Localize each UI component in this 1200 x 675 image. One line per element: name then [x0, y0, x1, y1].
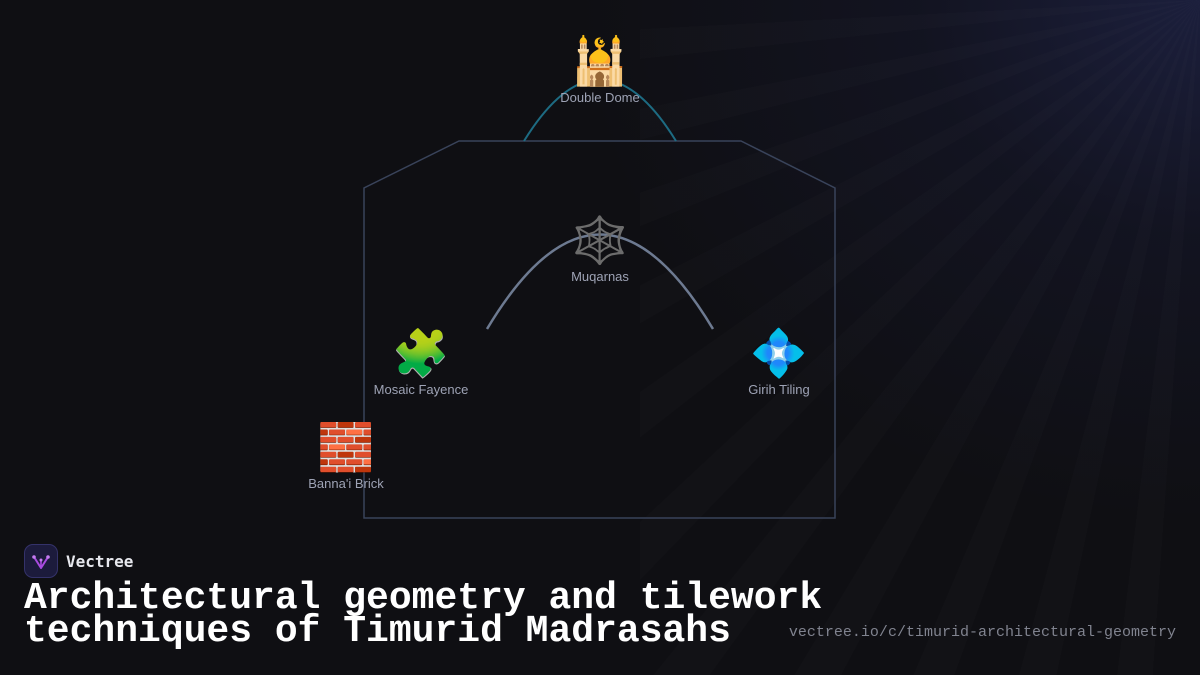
- diamond-pattern-icon: 💠: [750, 326, 808, 380]
- node-mosaic-fayence[interactable]: 🧩 Mosaic Fayence: [341, 326, 501, 397]
- node-girih-tiling[interactable]: 💠 Girih Tiling: [699, 326, 859, 397]
- node-label: Muqarnas: [571, 269, 629, 284]
- node-label: Girih Tiling: [748, 382, 810, 397]
- node-label: Double Dome: [560, 90, 640, 105]
- madrasah-outline: [363, 140, 836, 519]
- page-title: Architectural geometry and tilework tech…: [24, 580, 824, 651]
- brand-name: Vectree: [66, 551, 134, 571]
- mosque-icon: 🕌: [571, 34, 629, 88]
- node-label: Mosaic Fayence: [373, 382, 469, 397]
- node-label: Banna'i Brick: [308, 476, 384, 491]
- dome-arc: [523, 78, 677, 142]
- source-url[interactable]: vectree.io/c/timurid-architectural-geome…: [788, 624, 1176, 641]
- node-double-dome[interactable]: 🕌 Double Dome: [520, 34, 680, 105]
- title-line-2: techniques of Timurid Madrasahs: [24, 610, 731, 653]
- title-line-1: Architectural geometry and tilework: [24, 577, 823, 620]
- node-muqarnas[interactable]: 🕸️ Muqarnas: [520, 213, 680, 284]
- brand[interactable]: Vectree: [24, 544, 133, 578]
- spider-web-icon: 🕸️: [571, 213, 629, 267]
- inner-arch: [485, 233, 715, 330]
- brick-icon: 🧱: [317, 420, 375, 474]
- puzzle-piece-icon: 🧩: [392, 326, 450, 380]
- vectree-logo-icon: [24, 544, 58, 578]
- node-bannai-brick[interactable]: 🧱 Banna'i Brick: [266, 420, 426, 491]
